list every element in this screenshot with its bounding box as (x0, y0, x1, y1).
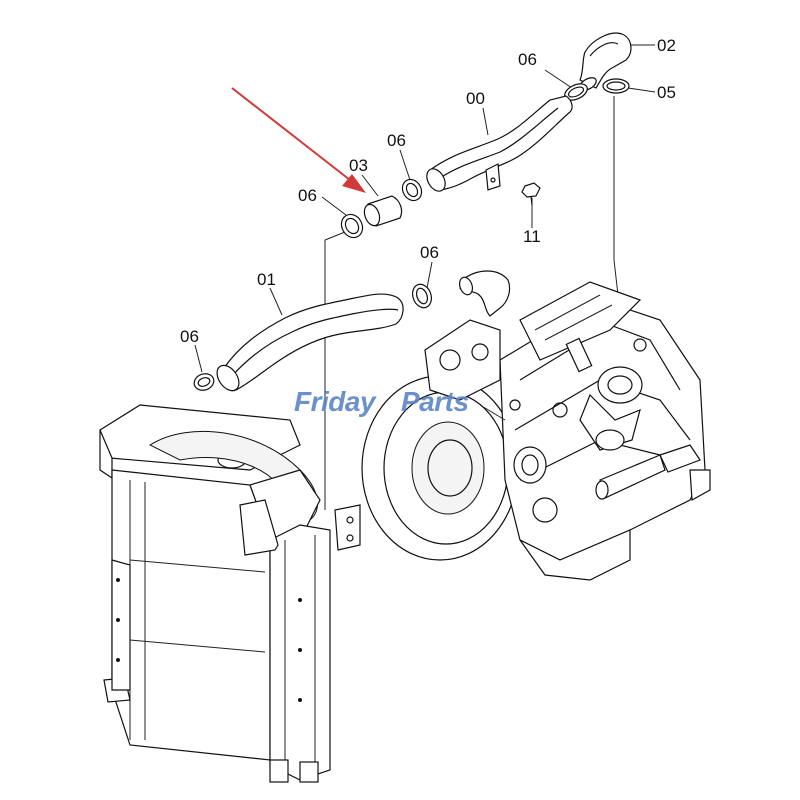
hose-clamp-06-bottom (193, 373, 215, 391)
callout-labels: 02 05 06 00 06 03 06 11 06 01 06 (180, 36, 676, 346)
hose-clamp-06-left (340, 213, 364, 239)
hose-clamp-05 (602, 78, 630, 94)
callout-06-bottom: 06 (180, 327, 199, 346)
watermark-word-parts: Parts (401, 386, 469, 417)
callout-11: 11 (523, 227, 541, 246)
radiator-assembly (99, 404, 361, 783)
hose-03 (363, 195, 403, 227)
callout-05: 05 (657, 83, 676, 102)
hose-01 (216, 293, 404, 392)
callout-01: 01 (257, 270, 276, 289)
callout-03: 03 (349, 156, 368, 175)
callout-06-left: 06 (298, 186, 317, 205)
hose-clamp-06-mid (401, 178, 423, 202)
callout-02: 02 (657, 36, 676, 55)
engine-assembly (361, 270, 711, 581)
watermark-word-friday: Friday (294, 386, 377, 417)
watermark-logo: Friday Parts (294, 386, 469, 417)
callout-06-right: 06 (420, 243, 439, 262)
hose-clamp-06-right (411, 283, 433, 309)
callout-00: 00 (466, 89, 485, 108)
callout-06-mid: 06 (387, 131, 406, 150)
pipe-00 (426, 95, 573, 192)
callout-06-top: 06 (518, 50, 537, 69)
red-pointer-arrow-icon (231, 87, 366, 193)
bolt-11 (521, 182, 541, 206)
